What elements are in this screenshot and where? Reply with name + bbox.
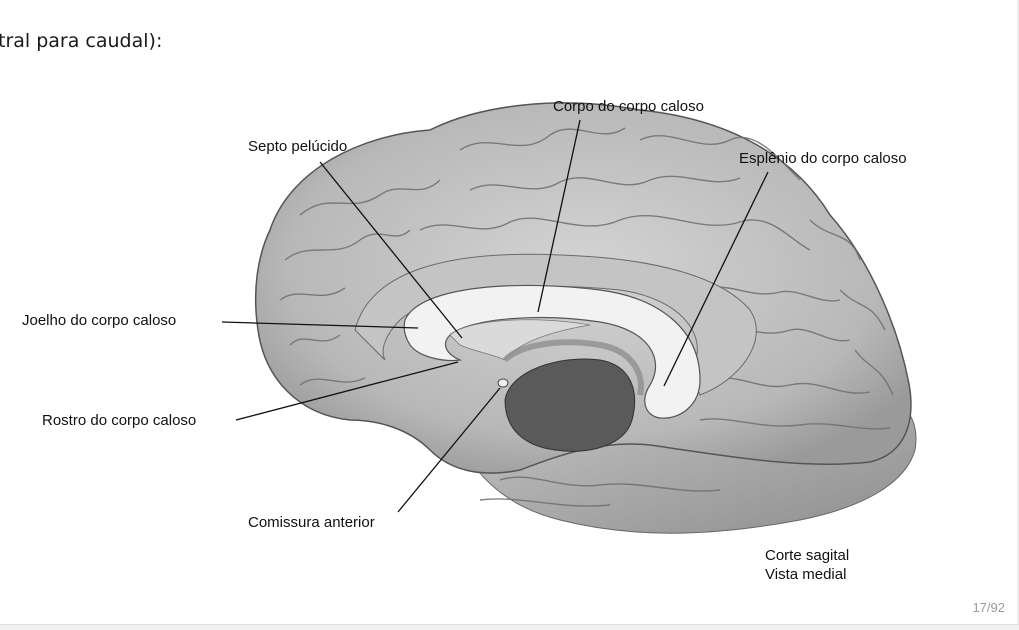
septum-pellucidum <box>449 319 591 361</box>
label-corpo-corpo-caloso: Corpo do corpo caloso <box>553 98 704 115</box>
label-rostro: Rostro do corpo caloso <box>42 412 197 429</box>
label-corte-sagital: Corte sagital <box>765 547 850 564</box>
fornix <box>502 339 644 396</box>
corpus-callosum <box>403 284 701 419</box>
label-joelho: Joelho do corpo caloso <box>22 312 177 329</box>
thalamus-dark <box>504 358 636 452</box>
label-vista-medial: Vista medial <box>765 566 847 583</box>
label-comissura-anterior: Comissura anterior <box>248 514 375 531</box>
label-esplenio: Esplênio do corpo caloso <box>739 150 907 167</box>
leader-lines <box>221 119 769 513</box>
bottom-divider <box>0 624 1019 630</box>
scrollbar-track[interactable] <box>1017 0 1019 624</box>
anterior-commissure <box>497 378 509 388</box>
gyri-texture <box>279 127 894 507</box>
slide-heading: tral para caudal): <box>0 30 163 52</box>
page-counter: 17/92 <box>972 600 1005 615</box>
label-septo-pelucido: Septo pelúcido <box>248 138 348 155</box>
